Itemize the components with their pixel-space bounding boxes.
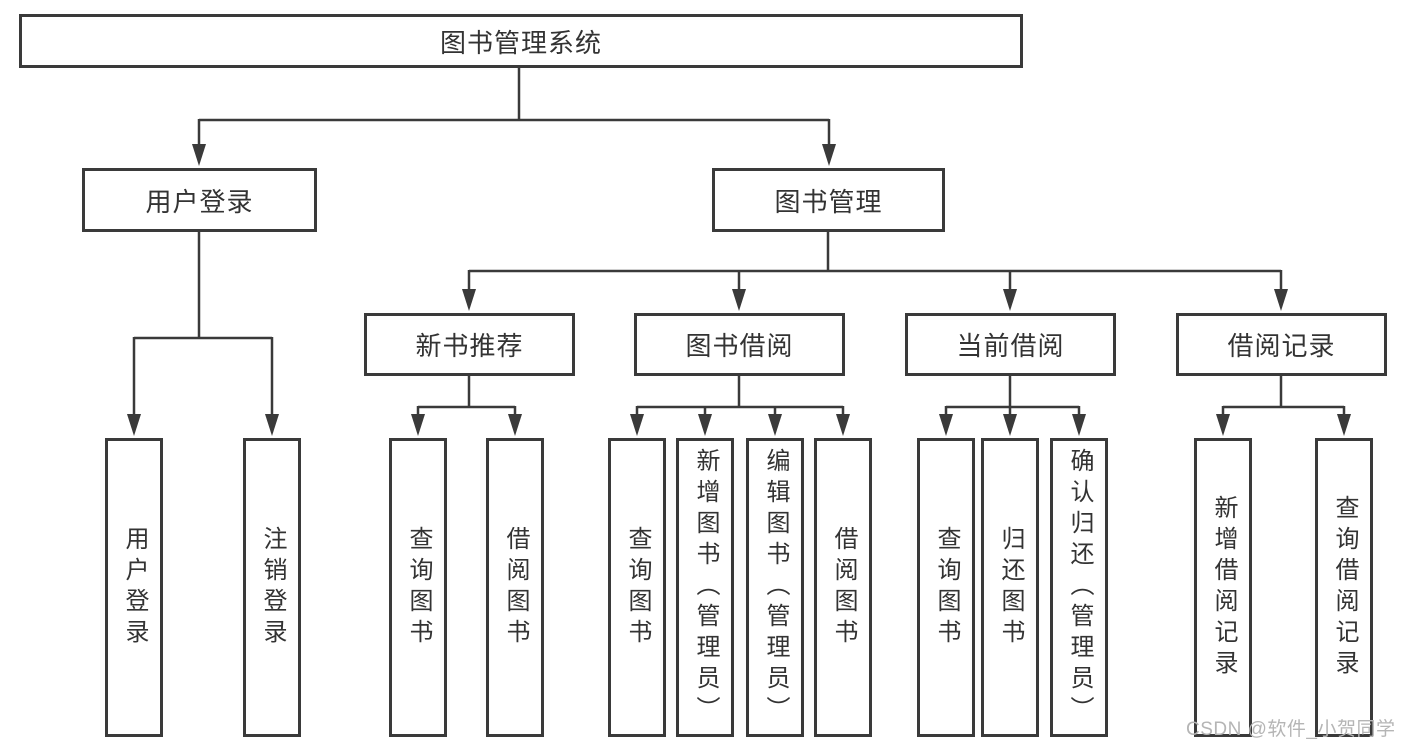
leaf-recommend-query-books: 查询图书 [389,438,447,737]
node-user-login: 用户登录 [82,168,317,232]
leaf-current-query-books-label: 查询图书 [933,525,960,650]
leaf-borrow-books: 借阅图书 [814,438,872,737]
node-new-book-recommend: 新书推荐 [364,313,575,376]
connector-book-management [467,232,1283,292]
leaf-current-query-books: 查询图书 [917,438,975,737]
leaf-recommend-borrow-books-label: 借阅图书 [502,525,529,650]
leaf-borrow-query-books: 查询图书 [608,438,666,737]
leaf-return-books: 归还图书 [981,438,1039,737]
leaf-user-login: 用户登录 [105,438,163,737]
leaf-confirm-return-admin-label: 确认归还（管理员） [1066,448,1093,727]
node-current-borrow-label: 当前借阅 [956,331,1065,361]
connector-root [197,68,831,148]
leaf-borrow-query-books-label: 查询图书 [624,525,651,650]
node-book-borrow: 图书借阅 [634,313,845,376]
node-book-management-label: 图书管理 [774,186,883,217]
leaf-logout: 注销登录 [243,438,301,737]
leaf-add-borrow-record-label: 新增借阅记录 [1210,494,1237,681]
node-current-borrow: 当前借阅 [905,313,1116,376]
node-root-system: 图书管理系统 [19,14,1023,68]
connector-borrow-records [1221,376,1346,418]
leaf-query-borrow-record: 查询借阅记录 [1315,438,1373,737]
node-user-login-label: 用户登录 [145,186,254,217]
node-book-management: 图书管理 [712,168,945,232]
connector-user-login [132,232,274,418]
leaf-add-books-admin: 新增图书（管理员） [676,438,734,737]
connector-new-book-recommend [416,376,517,418]
leaf-add-books-admin-label: 新增图书（管理员） [692,448,719,727]
connector-book-borrow [635,376,845,418]
leaf-logout-label: 注销登录 [259,525,286,650]
leaf-confirm-return-admin: 确认归还（管理员） [1050,438,1108,737]
node-book-borrow-label: 图书借阅 [685,331,794,361]
arrowheads [127,144,1351,436]
leaf-recommend-query-books-label: 查询图书 [405,525,432,650]
node-new-book-recommend-label: 新书推荐 [415,331,524,361]
leaf-return-books-label: 归还图书 [997,525,1024,650]
node-borrow-records-label: 借阅记录 [1227,331,1336,361]
connector-current-borrow [944,376,1081,418]
node-borrow-records: 借阅记录 [1176,313,1387,376]
leaf-user-login-label: 用户登录 [121,525,148,650]
leaf-query-borrow-record-label: 查询借阅记录 [1331,494,1358,681]
leaf-add-borrow-record: 新增借阅记录 [1194,438,1252,737]
leaf-borrow-books-label: 借阅图书 [830,525,857,650]
leaf-edit-books-admin: 编辑图书（管理员） [746,438,804,737]
node-root-label: 图书管理系统 [439,27,602,58]
leaf-edit-books-admin-label: 编辑图书（管理员） [762,448,789,727]
csdn-watermark: CSDN @软件_小贺同学 [1186,719,1396,740]
leaf-recommend-borrow-books: 借阅图书 [486,438,544,737]
